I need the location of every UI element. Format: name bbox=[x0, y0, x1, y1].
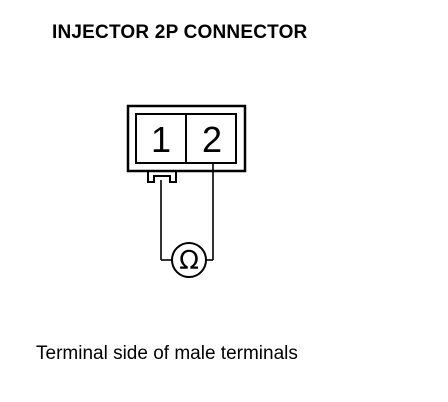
diagram-caption: Terminal side of male terminals bbox=[36, 343, 298, 364]
connector-housing bbox=[126, 104, 247, 173]
ohmmeter-icon bbox=[171, 242, 207, 278]
pin-1-label: 1 bbox=[151, 119, 171, 160]
probe-tab bbox=[147, 171, 177, 183]
ohm-symbol: Ω bbox=[179, 246, 199, 276]
pin-2-label: 2 bbox=[202, 119, 222, 160]
diagram-title: INJECTOR 2P CONNECTOR bbox=[52, 22, 308, 43]
